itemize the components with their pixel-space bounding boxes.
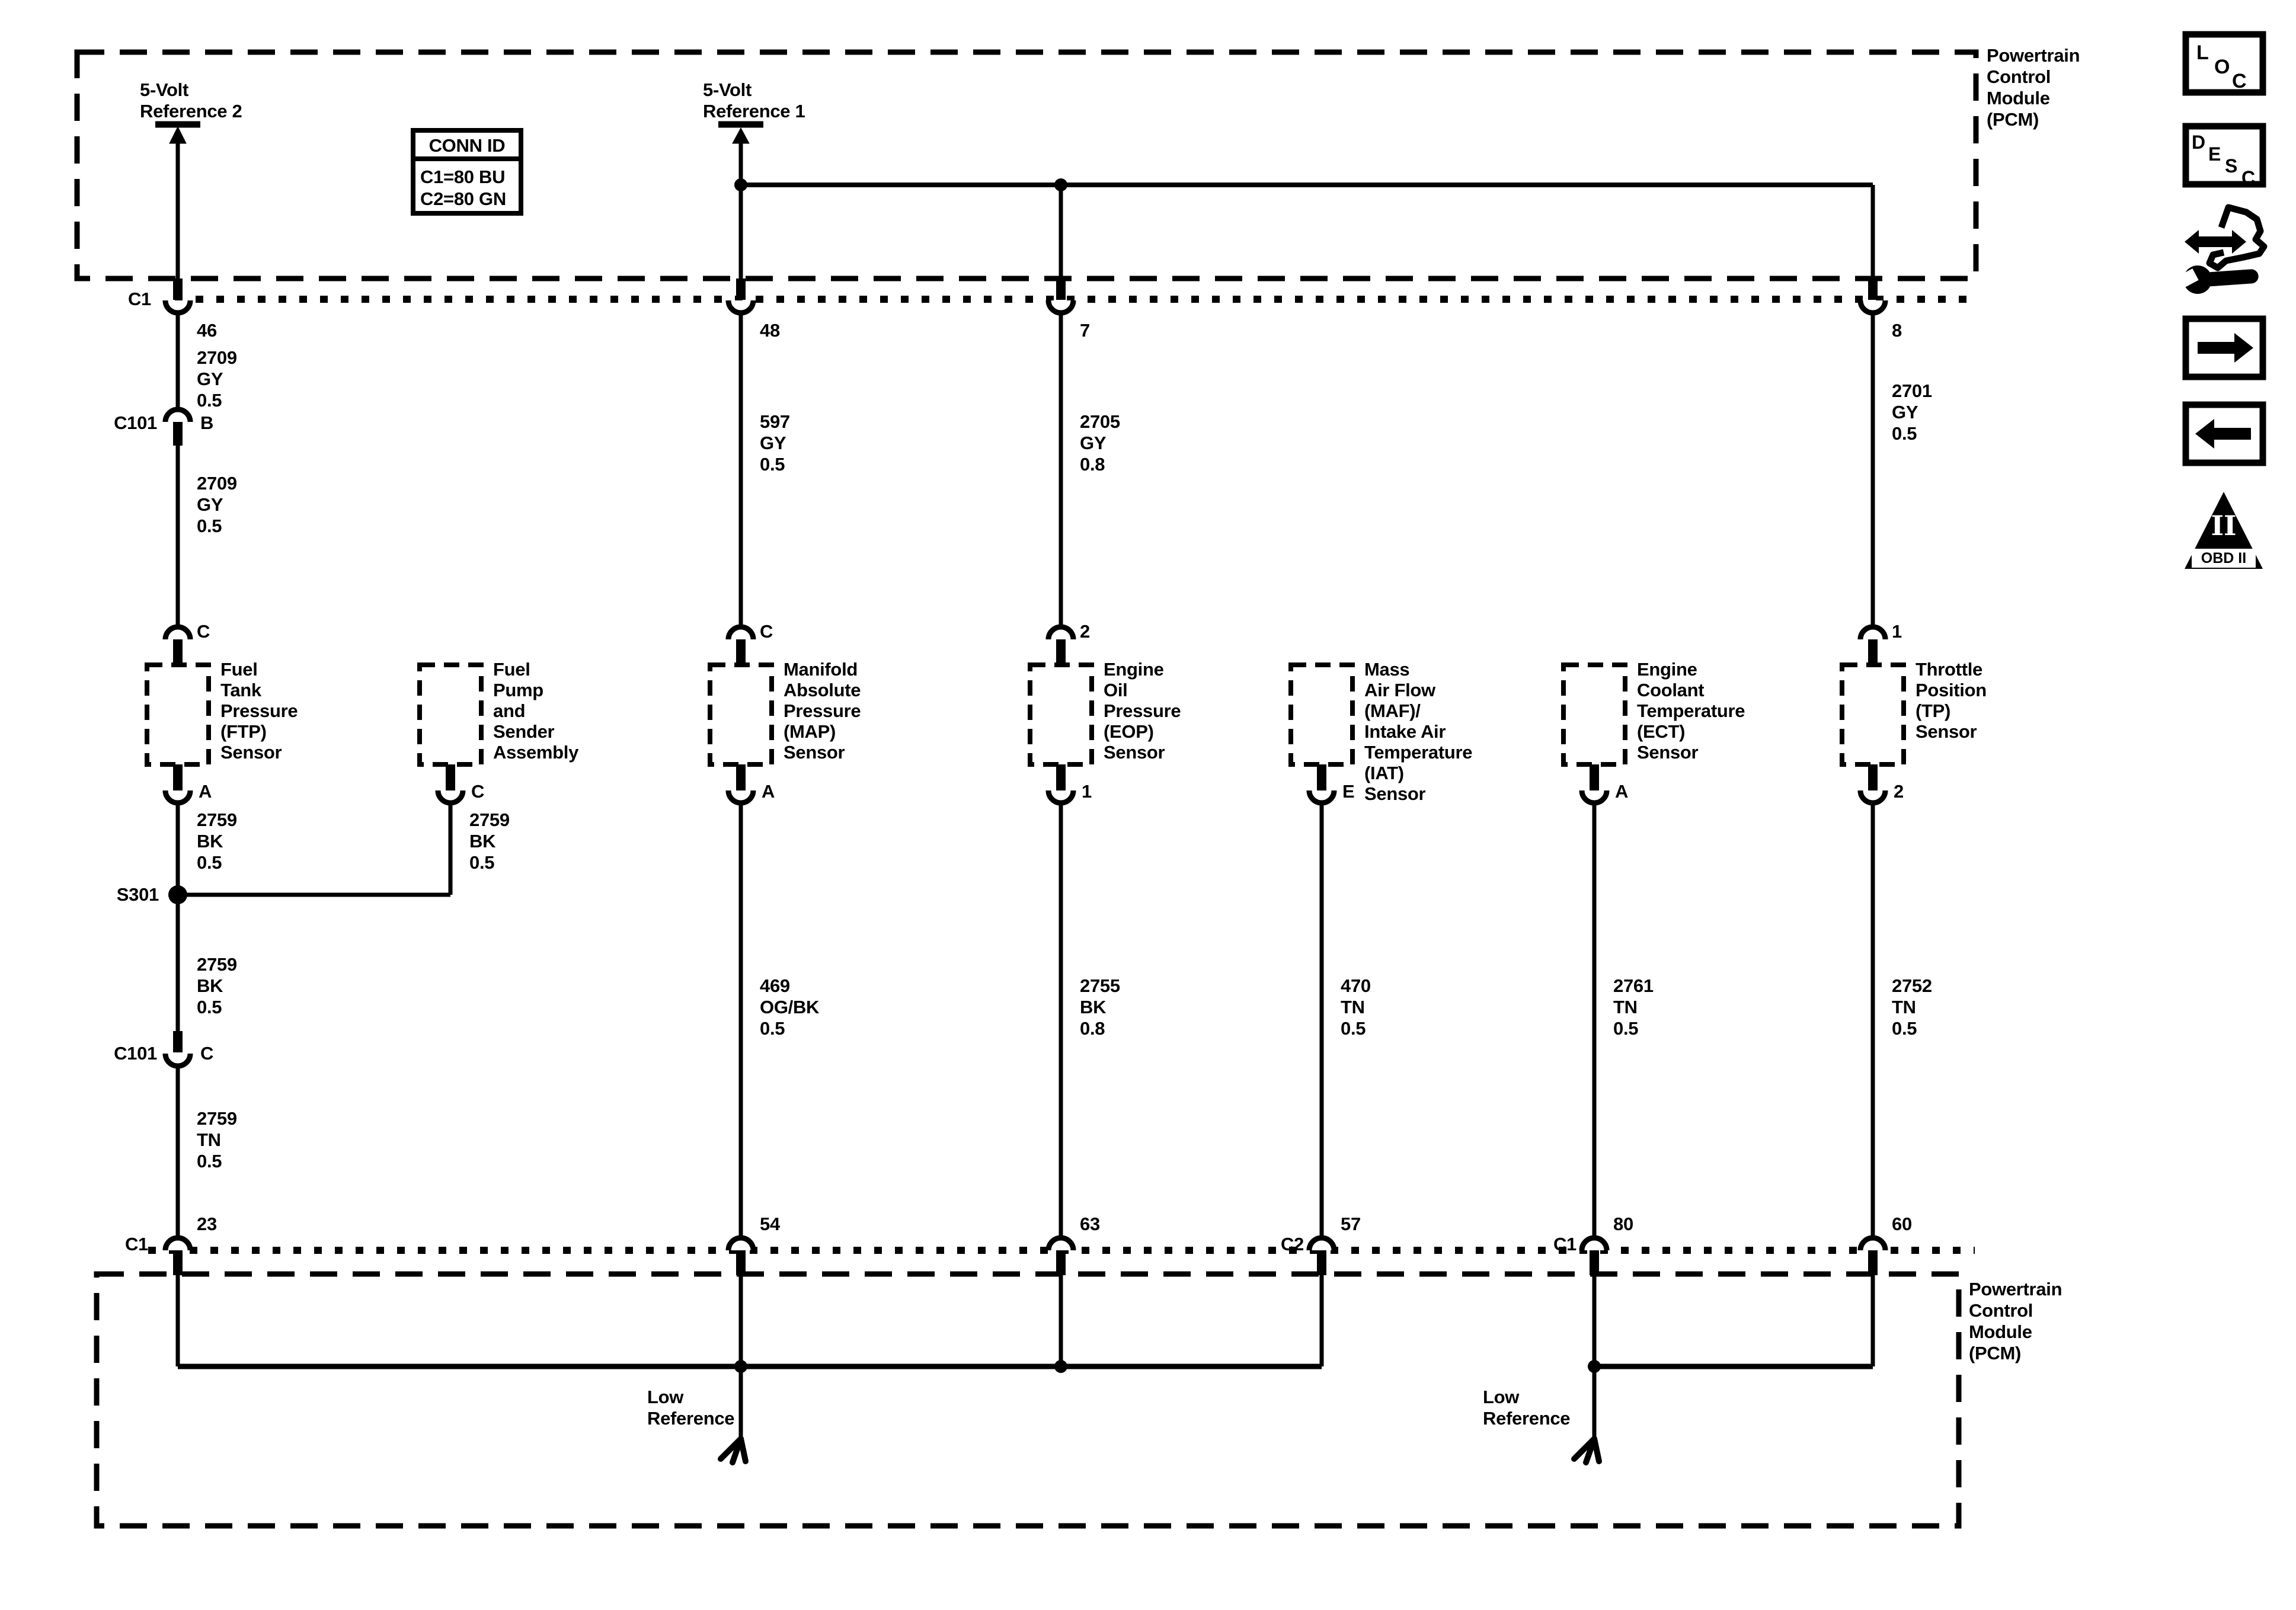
wire-label-2761-tn: 2761 TN 0.5 — [1613, 975, 1654, 1039]
obd2-label: OBD II — [2192, 549, 2256, 567]
pin-48-label: 48 — [760, 320, 780, 341]
five-volt-reference-1-label: 5-Volt Reference 1 — [703, 79, 805, 121]
map-sensor-box — [708, 662, 774, 767]
eop-sensor-box — [1028, 662, 1094, 767]
map-bottom-pin-label: A — [762, 781, 775, 802]
maf-bottom-pin-label: E — [1342, 781, 1355, 802]
maf-iat-sensor-box — [1288, 662, 1355, 767]
wire-label-2705-gy: 2705 GY 0.8 — [1080, 411, 1120, 475]
wire-label-2709-gy-1: 2709 GY 0.5 — [197, 347, 237, 411]
junction-dots — [168, 178, 1601, 1373]
ftp-top-pin-label: C — [197, 621, 210, 642]
desc-icon-letter-e: E — [2208, 143, 2221, 165]
loc-icon-letter-l: L — [2196, 41, 2209, 64]
fuel-pump-box — [417, 662, 484, 767]
pin-8-label: 8 — [1892, 320, 1902, 341]
connector-stubs — [173, 279, 1878, 1275]
forward-arrow-icon — [2182, 315, 2266, 380]
wire-label-2701-gy: 2701 GY 0.5 — [1892, 380, 1932, 444]
splice-s301-label: S301 — [116, 884, 159, 905]
ground-symbol-right — [1571, 1436, 1602, 1465]
c101-b-connector-label: C101 — [114, 412, 157, 433]
pcm-bottom-boundary — [94, 1271, 1962, 1529]
desc-icon-letter-d: D — [2192, 132, 2206, 153]
pcm-bottom-label: Powertrain Control Module (PCM) — [1969, 1279, 2062, 1363]
pcm-top-boundary — [74, 49, 1979, 281]
fuel-pump-label: Fuel Pump and Sender Assembly — [493, 659, 579, 763]
low-reference-right-label: Low Reference — [1483, 1387, 1571, 1429]
wire-label-2759-bk-2: 2759 BK 0.5 — [469, 809, 510, 873]
pin-63-label: 63 — [1080, 1214, 1100, 1234]
pin-57-label: 57 — [1341, 1214, 1361, 1234]
pin-7-label: 7 — [1080, 320, 1090, 341]
tp-bottom-pin-label: 2 — [1894, 781, 1904, 802]
map-sensor-label: Manifold Absolute Pressure (MAP) Sensor — [784, 659, 861, 763]
top-connector-c1-label: C1 — [127, 289, 151, 309]
conn-id-box — [411, 128, 523, 216]
pcm-top-label: Powertrain Control Module (PCM) — [1987, 45, 2080, 130]
tp-sensor-box — [1840, 662, 1906, 767]
c101-pin-b-label: B — [200, 412, 214, 433]
wire-label-2759-bk-3: 2759 BK 0.5 — [197, 954, 237, 1017]
pin-80-label: 80 — [1613, 1214, 1633, 1234]
low-reference-left-label: Low Reference — [647, 1387, 735, 1429]
ect-sensor-label: Engine Coolant Temperature (ECT) Sensor — [1637, 659, 1745, 763]
bottom-c1-left-label: C1 — [124, 1234, 148, 1254]
conn-id-rows: C1=80 BU C2=80 GN — [420, 167, 506, 209]
service-tool-icon — [2179, 204, 2268, 294]
ect-sensor-box — [1561, 662, 1627, 767]
eop-sensor-label: Engine Oil Pressure (EOP) Sensor — [1104, 659, 1181, 763]
pin-46-label: 46 — [197, 320, 217, 341]
wires — [175, 143, 1875, 1439]
splice-s301-dot — [168, 885, 187, 904]
tp-sensor-label: Throttle Position (TP) Sensor — [1916, 659, 1987, 742]
conn-id-title: CONN ID — [428, 135, 506, 156]
wire-label-2759-bk-1: 2759 BK 0.5 — [197, 809, 237, 873]
bottom-c2-label: C2 — [1280, 1234, 1304, 1254]
ground-symbol-left — [718, 1436, 749, 1465]
back-arrow-icon — [2182, 401, 2266, 466]
wire-label-2755-bk: 2755 BK 0.8 — [1080, 975, 1120, 1039]
pin-60-label: 60 — [1892, 1214, 1912, 1234]
ect-bottom-pin-label: A — [1615, 781, 1629, 802]
maf-iat-sensor-label: Mass Air Flow (MAF)/ Intake Air Temperat… — [1364, 659, 1473, 804]
wire-label-2759-tn: 2759 TN 0.5 — [197, 1108, 237, 1172]
pin-54-label: 54 — [760, 1214, 780, 1234]
ftp-sensor-label: Fuel Tank Pressure (FTP) Sensor — [220, 659, 298, 763]
fuel-pump-pin-label: C — [471, 781, 485, 802]
pin-23-label: 23 — [197, 1214, 217, 1234]
wire-label-597-gy: 597 GY 0.5 — [760, 411, 790, 475]
loc-icon-letter-c: C — [2232, 70, 2247, 92]
desc-icon-letter-s: S — [2225, 155, 2238, 177]
c101-pin-c-label: C — [200, 1043, 214, 1064]
desc-icon — [2182, 123, 2266, 188]
wire-label-2752-tn: 2752 TN 0.5 — [1892, 975, 1932, 1039]
wire-label-2709-gy-2: 2709 GY 0.5 — [197, 473, 237, 536]
loc-icon-letter-o: O — [2214, 56, 2230, 78]
five-volt-reference-2-label: 5-Volt Reference 2 — [140, 79, 242, 121]
tp-top-pin-label: 1 — [1892, 621, 1902, 642]
desc-icon-letter-c: C — [2241, 167, 2256, 188]
bottom-c1-right-label: C1 — [1553, 1234, 1576, 1254]
sensor-boxes — [145, 662, 1906, 767]
loc-icon — [2182, 31, 2266, 96]
wire-label-470-tn: 470 TN 0.5 — [1341, 975, 1371, 1039]
eop-top-pin-label: 2 — [1080, 621, 1090, 642]
ftp-bottom-pin-label: A — [199, 781, 212, 802]
obd2-numeral: II — [2211, 510, 2237, 542]
terminal-arcs — [162, 300, 1888, 1251]
c101-c-connector-label: C101 — [114, 1043, 157, 1064]
map-top-pin-label: C — [760, 621, 773, 642]
eop-bottom-pin-label: 1 — [1082, 781, 1092, 802]
wire-label-469-ogbk: 469 OG/BK 0.5 — [760, 975, 820, 1039]
ftp-sensor-box — [145, 662, 211, 767]
